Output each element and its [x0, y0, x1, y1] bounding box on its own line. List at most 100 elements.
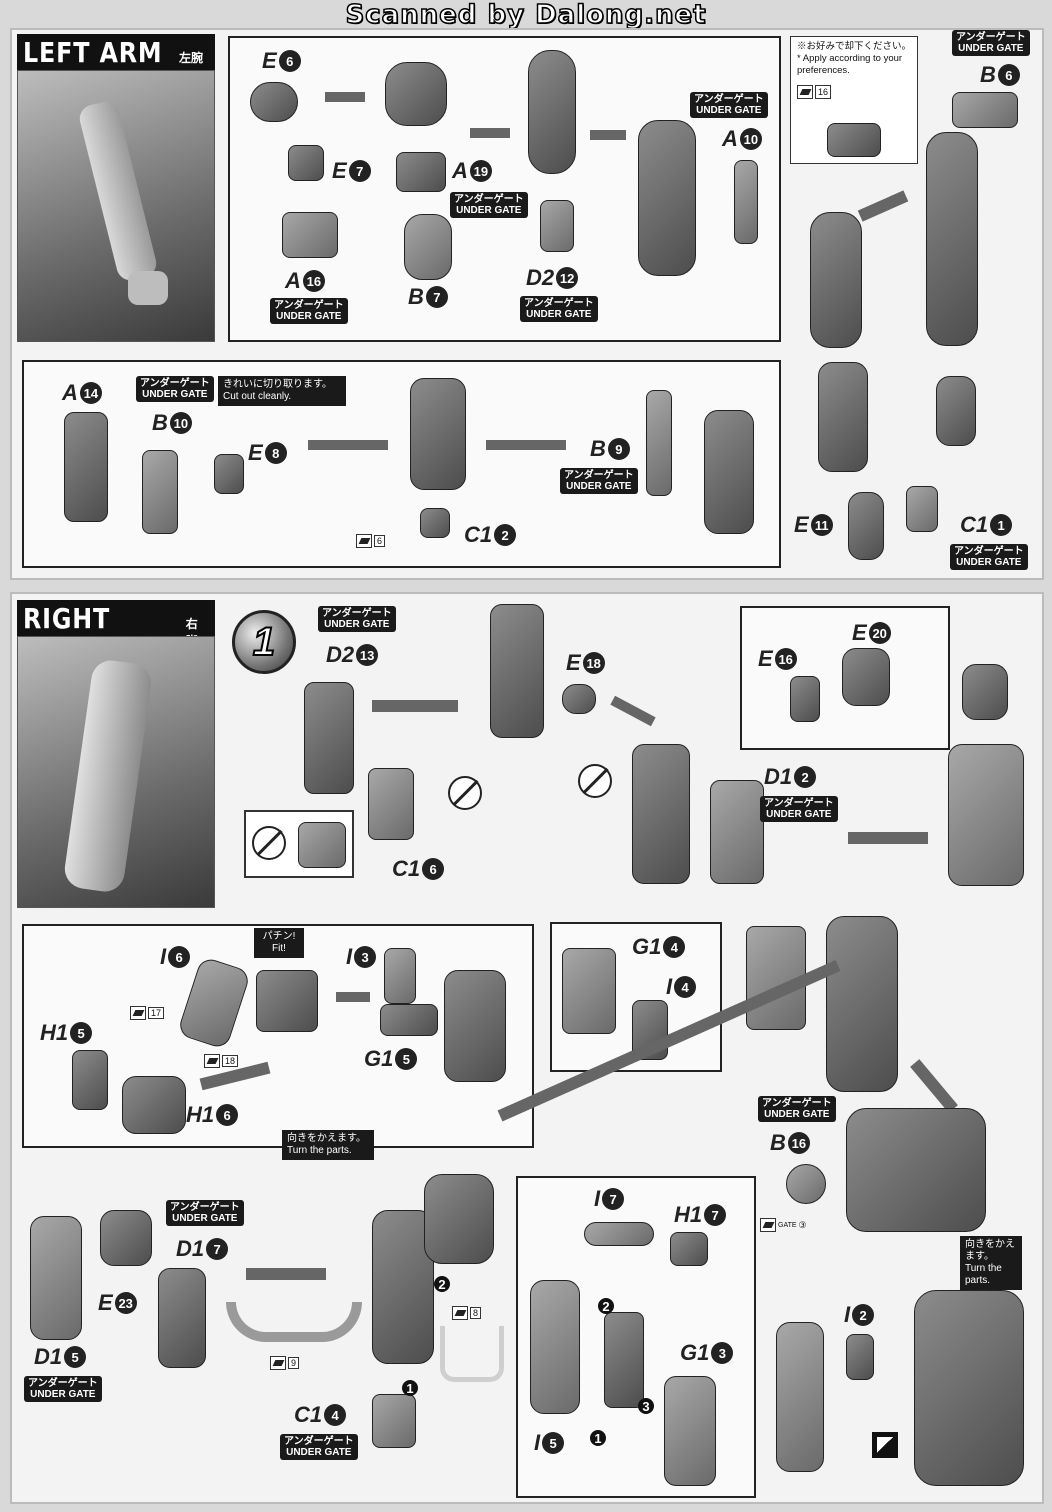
preference-note: ※お好みで却下ください。 * Apply according to your p…: [790, 36, 918, 164]
part-d212-shape: [540, 200, 574, 252]
arrow-right-7: [848, 832, 928, 844]
part-b16-shape: [786, 1164, 826, 1204]
part-c14-shape: [372, 1394, 416, 1448]
part-i2-shape: [846, 1334, 874, 1380]
part-c12-shape: [420, 508, 450, 538]
part-e11-shape: [848, 492, 884, 560]
part-a19-shape: [396, 152, 446, 192]
part-hand-assembly: [410, 378, 466, 490]
part-shin-armor: [424, 1174, 494, 1264]
part-arm-final: [926, 132, 978, 346]
part-d213-shape: [304, 682, 354, 794]
left-arm-reference-photo: [17, 70, 215, 342]
part-shin-assembly: [372, 1210, 434, 1364]
preference-note-en: * Apply according to your preferences.: [797, 53, 903, 76]
order-marker-1b: 1: [590, 1430, 606, 1446]
turn-parts-callout-1: 向きをかえます。Turn the parts.: [282, 1130, 374, 1160]
part-assembled-1: [385, 62, 447, 126]
fit-label: パチン!Fit!: [254, 928, 304, 958]
part-e8-shape: [214, 454, 244, 494]
no-seal-icon-3: [578, 764, 612, 798]
part-h15-shape: [72, 1050, 108, 1110]
part-i3-shape: [384, 948, 416, 1004]
part-d12-shape: [710, 780, 764, 884]
part-a10-shape: [734, 160, 758, 244]
part-ankle-block: [256, 970, 318, 1032]
turn-parts-callout-2: 向きをかえます。Turn the parts.: [960, 1236, 1022, 1290]
step-1-badge: 1: [232, 610, 296, 674]
part-d17-shape: [158, 1268, 206, 1368]
tool-icon-17: 17: [130, 1006, 170, 1020]
arrow-right-9: [246, 1268, 326, 1280]
part-foot-frame: [530, 1280, 580, 1414]
tool-icon-9: 9: [270, 1356, 310, 1370]
part-thigh-assembly: [826, 916, 898, 1092]
part-g13-shape: [664, 1376, 716, 1486]
part-fist-shape: [936, 376, 976, 446]
cut-cleanly-callout: きれいに切り取ります。Cut out cleanly.: [218, 376, 346, 406]
detail-c16-part: [298, 822, 346, 868]
arrow-right-1: [325, 92, 365, 102]
part-b10-shape: [142, 450, 178, 534]
part-forearm-lower: [818, 362, 868, 472]
tool-icon-18: 18: [204, 1054, 244, 1068]
part-arm-mid: [810, 212, 862, 348]
part-frame-wire-2: [440, 1326, 504, 1382]
part-shin-guard: [776, 1322, 824, 1472]
part-b9-shape: [646, 390, 672, 496]
right-leg-reference-photo: [17, 636, 215, 908]
tool-icon-6: 6: [356, 534, 396, 548]
pref-part-shape: [827, 123, 881, 157]
part-frame-wire: [226, 1302, 362, 1342]
part-d15-shape: [30, 1216, 82, 1340]
detail-box-c16: [244, 810, 354, 878]
part-leg-mid: [632, 744, 690, 884]
part-knee-assembly: [846, 1108, 986, 1232]
arrow-right-3: [590, 130, 626, 140]
tool-icon-8: 8: [452, 1306, 492, 1320]
decal-icon: [872, 1432, 898, 1458]
left-arm-forearm-panel: [228, 36, 781, 342]
preference-note-jp: ※お好みで却下ください。: [797, 41, 912, 52]
arrow-right-5: [486, 440, 566, 450]
arm-silhouette: [76, 98, 160, 284]
leg-silhouette: [62, 657, 154, 895]
part-knee-joint: [962, 664, 1008, 720]
part-e16-shape: [790, 676, 820, 722]
order-marker-2b: 2: [598, 1298, 614, 1314]
part-e23-shape: [100, 1210, 152, 1266]
